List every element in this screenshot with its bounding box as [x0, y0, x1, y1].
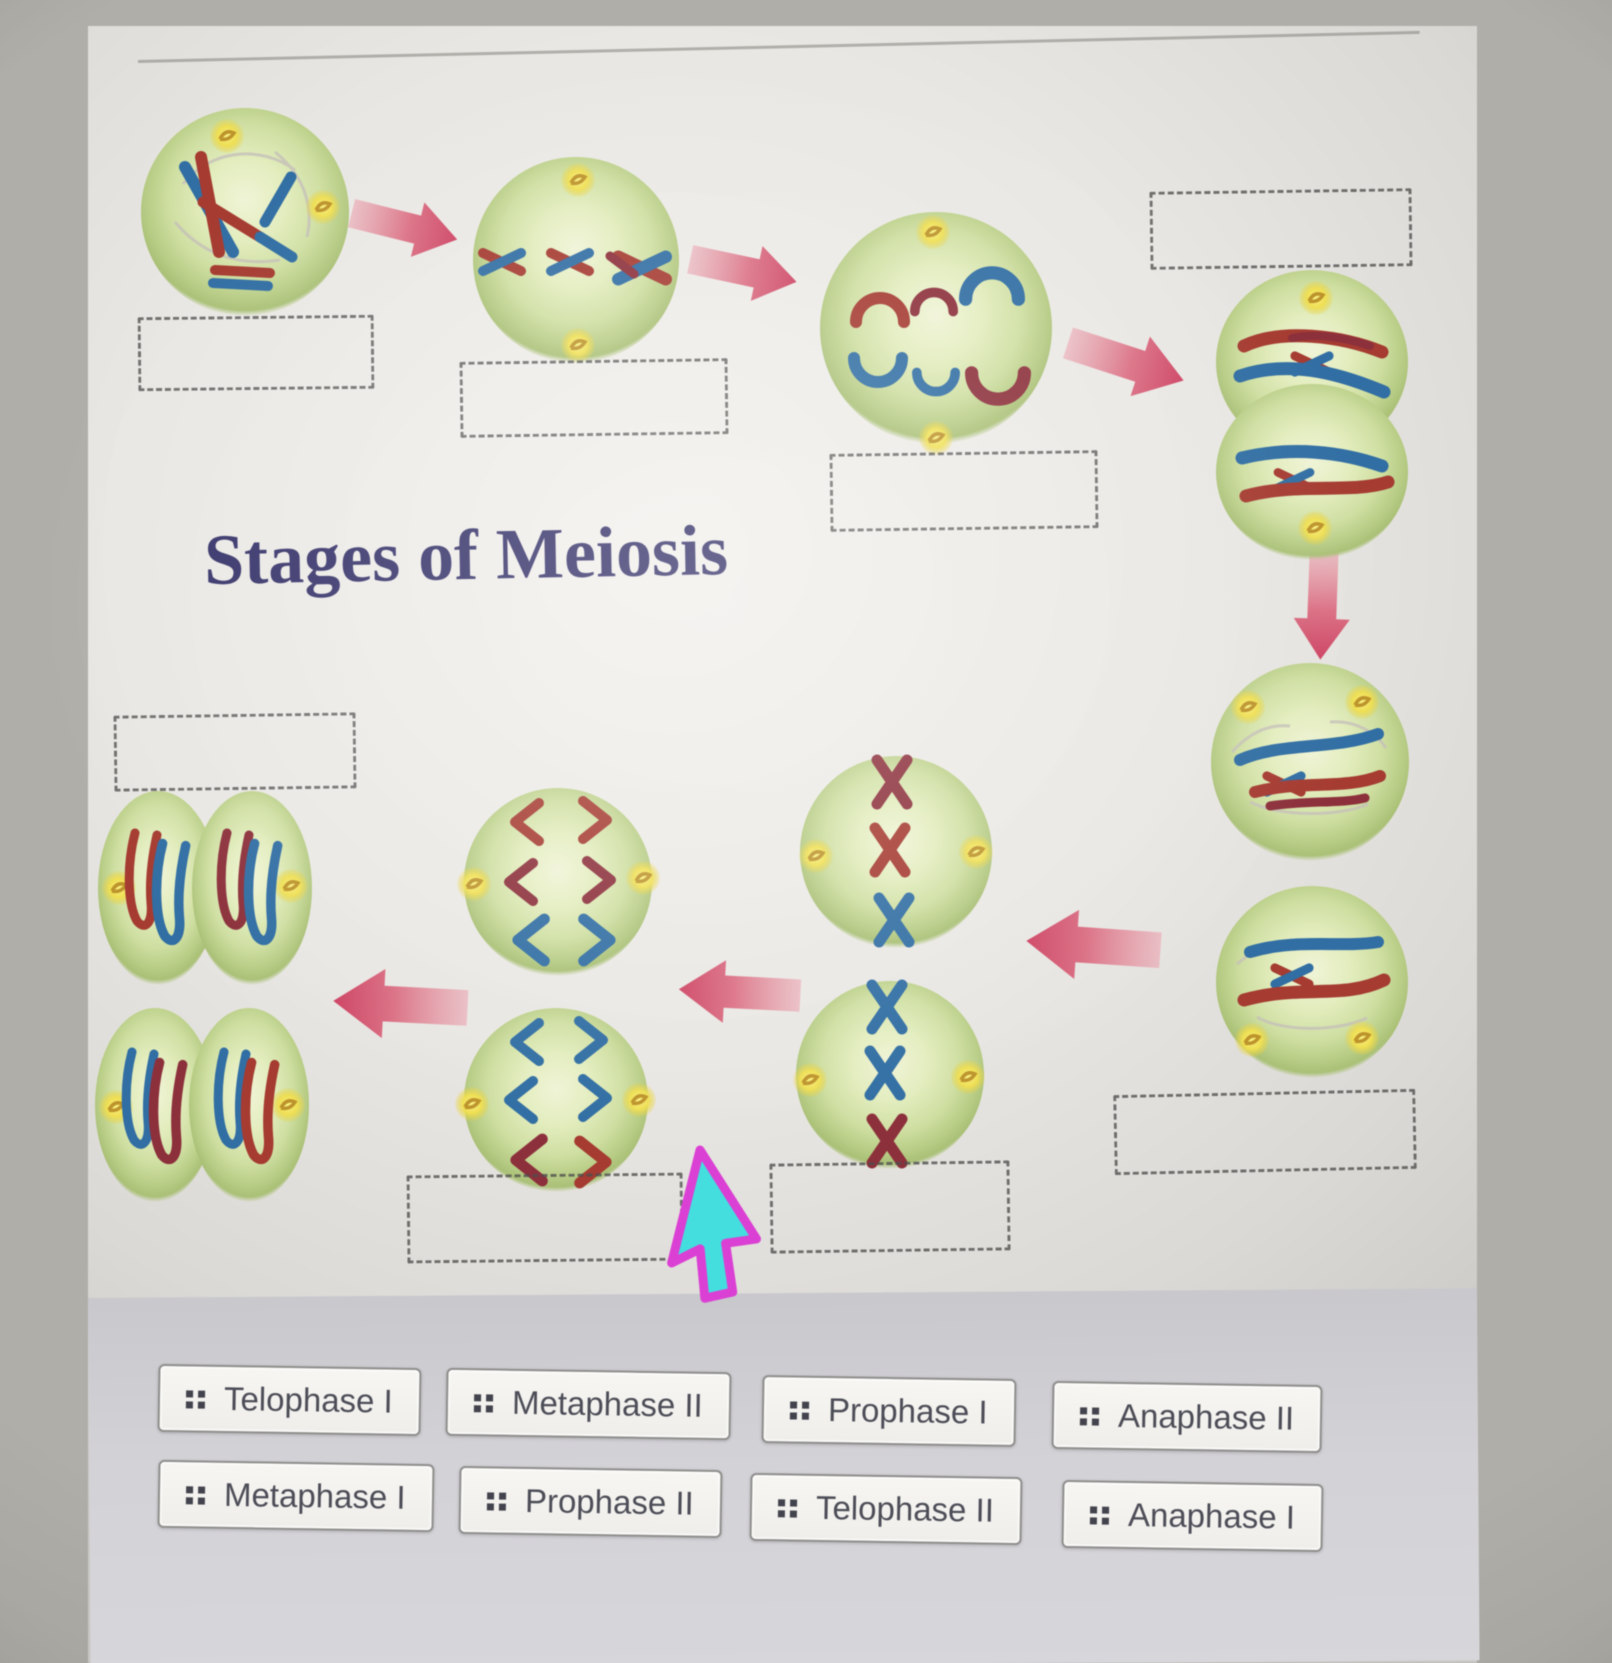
chip-label: Metaphase I: [223, 1475, 406, 1516]
cell-metaphase-1: [473, 157, 679, 364]
cell-telophase-1: [1216, 270, 1408, 560]
chip-label: Prophase II: [524, 1481, 695, 1522]
cell-anaphase-2-lower: [453, 1008, 658, 1192]
arrow-stage1-to-stage2: [344, 185, 464, 267]
drop-zone-2[interactable]: [459, 358, 729, 438]
drag-handle-icon: [186, 1485, 206, 1504]
arrow-stage3-to-stage4: [1058, 313, 1194, 411]
drop-zone-4[interactable]: [1149, 188, 1413, 270]
chip-telophase-ii[interactable]: Telophase II: [749, 1472, 1023, 1546]
cell-telophase-2-lower: [95, 1008, 309, 1202]
drag-handle-icon: [1090, 1505, 1110, 1524]
chip-metaphase-i[interactable]: Metaphase I: [157, 1459, 435, 1533]
page-title: Stages of Meiosis: [203, 509, 729, 601]
arrow-stage2-to-stage3: [684, 231, 803, 310]
drop-zone-7[interactable]: [769, 1160, 1011, 1254]
cell-telophase-2-upper: [98, 791, 312, 985]
drag-handle-icon: [1080, 1406, 1100, 1425]
chip-label: Metaphase II: [511, 1383, 704, 1424]
chip-anaphase-ii[interactable]: Anaphase II: [1051, 1380, 1323, 1454]
cell-prophase-2-upper: [1211, 663, 1409, 861]
cell-anaphase-2-upper: [455, 788, 662, 976]
drag-handle-icon: [487, 1491, 507, 1510]
arrow-stage6-to-stage7: [677, 957, 802, 1027]
cell-anaphase-1: [820, 212, 1052, 457]
drag-handle-icon: [186, 1389, 206, 1408]
chip-anaphase-i[interactable]: Anaphase I: [1061, 1479, 1324, 1553]
cell-prophase-1: [141, 108, 349, 316]
chip-metaphase-ii[interactable]: Metaphase II: [445, 1367, 732, 1441]
cell-metaphase-2-lower: [791, 981, 987, 1169]
chip-label: Telophase I: [223, 1379, 394, 1420]
cell-prophase-2-lower: [1216, 886, 1408, 1078]
cell-metaphase-2-upper: [797, 756, 995, 948]
drop-zone-6[interactable]: [1113, 1088, 1417, 1176]
chip-prophase-ii[interactable]: Prophase II: [458, 1465, 723, 1539]
chip-label: Anaphase I: [1127, 1495, 1296, 1536]
chip-label: Anaphase II: [1117, 1396, 1295, 1437]
drop-zone-5[interactable]: [113, 712, 357, 792]
arrow-stage7-to-stage8: [331, 966, 470, 1043]
drop-zone-1[interactable]: [137, 314, 375, 392]
chip-telophase-i[interactable]: Telophase I: [157, 1363, 422, 1437]
drop-zone-8[interactable]: [406, 1172, 684, 1264]
drag-handle-icon: [790, 1400, 810, 1419]
drag-handle-icon: [778, 1498, 798, 1517]
arrow-stage5-to-stage6: [1023, 906, 1163, 985]
drag-handle-icon: [474, 1393, 494, 1412]
drop-zone-3[interactable]: [829, 450, 1099, 532]
arrow-stage4-to-stage5: [1292, 549, 1353, 661]
chip-label: Prophase I: [827, 1391, 988, 1431]
chip-label: Telophase II: [815, 1488, 995, 1529]
chip-prophase-i[interactable]: Prophase I: [761, 1375, 1017, 1447]
